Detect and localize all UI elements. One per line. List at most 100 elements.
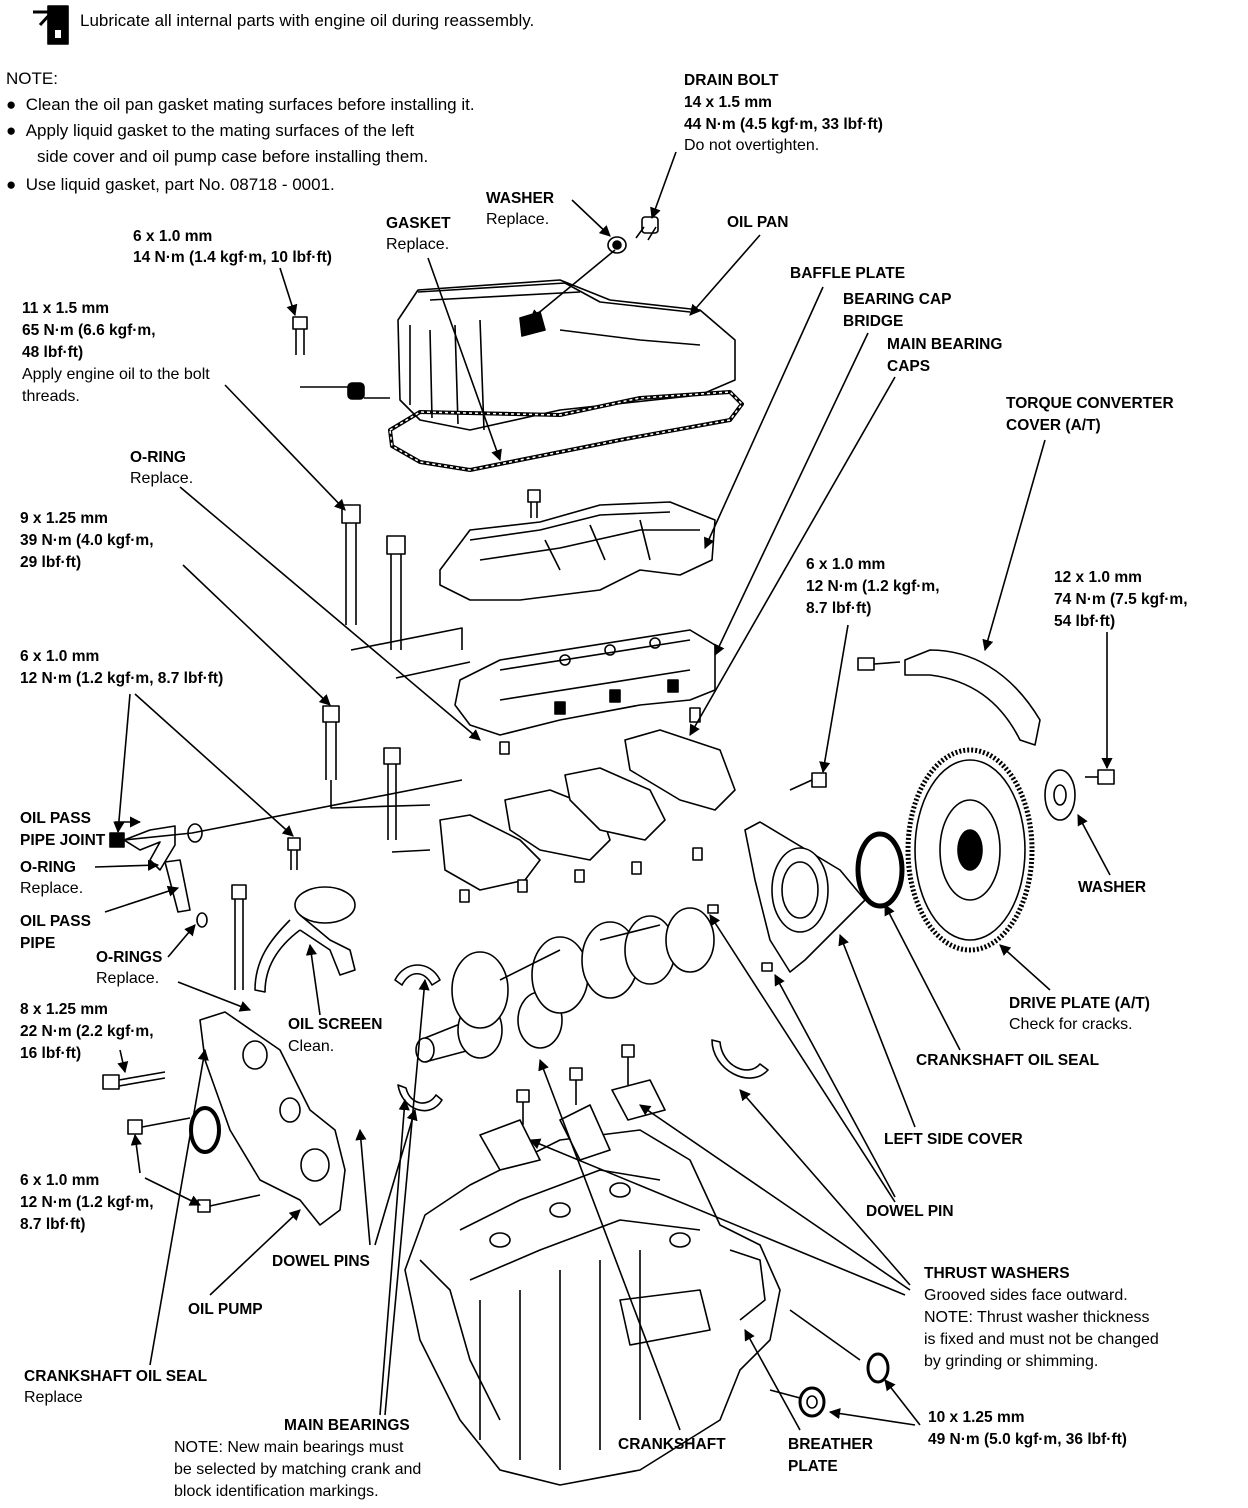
main-bearing-caps-l1: MAIN BEARING (887, 336, 1003, 353)
note-item-3: ● Use liquid gasket, part No. 08718 - 00… (6, 175, 335, 194)
main-bearing-caps-l2: CAPS (887, 358, 931, 375)
baffle-plate-label: BAFFLE PLATE (790, 265, 906, 282)
oil-pass-pipe (109, 779, 463, 928)
oil-can-book-icon (33, 5, 69, 45)
main-bearing-cap-bolts (322, 504, 471, 853)
bolt-11x15-note: Apply engine oil to the bolt (22, 366, 210, 383)
bolt-10x125-size: 10 x 1.25 mm (928, 1409, 1025, 1426)
breather-plate (479, 1044, 666, 1171)
thrust-washers-note-2: NOTE: Thrust washer thickness (924, 1309, 1150, 1326)
dowel-pin-label: DOWEL PIN (866, 1203, 954, 1220)
bolt-6x1-side-torque-2: 8.7 lbf·ft) (806, 600, 872, 617)
bolt-8x125-torque: 22 N·m (2.2 kgf·m, (20, 1023, 154, 1040)
o-ring-top-label: O-RING (130, 449, 186, 466)
oil-screen-label: OIL SCREEN (288, 1016, 383, 1033)
thrust-washers-note-4: by grinding or shimming. (924, 1353, 1099, 1370)
dowel-pins-label: DOWEL PINS (272, 1253, 370, 1270)
note-item-1: ● Clean the oil pan gasket mating surfac… (6, 95, 475, 114)
drive-plate-note: Check for cracks. (1009, 1016, 1133, 1033)
bolt-11x15-note-2: threads. (22, 388, 80, 405)
drain-bolt-label: DRAIN BOLT (684, 72, 779, 89)
bolt-12x1-torque: 74 N·m (7.5 kgf·m, (1054, 591, 1188, 608)
drain-bolt-note: Do not overtighten. (684, 137, 820, 154)
oil-pump-label: OIL PUMP (188, 1301, 263, 1318)
oil-pan-label: OIL PAN (727, 214, 789, 231)
drain-bolt-size: 14 x 1.5 mm (684, 94, 772, 111)
crankshaft-oil-seal-left-label: CRANKSHAFT OIL SEAL (24, 1368, 208, 1385)
oil-pass-pipe-l1: OIL PASS (20, 913, 91, 930)
bolt-9x125-torque: 39 N·m (4.0 kgf·m, (20, 532, 154, 549)
drain-bolt-torque: 44 N·m (4.5 kgf·m, 33 lbf·ft) (684, 116, 883, 133)
washer-top-label: WASHER (486, 190, 555, 207)
bearing-cap-bridge-l1: BEARING CAP (843, 291, 952, 308)
baffle-plate (439, 489, 716, 601)
main-bearing-caps (439, 729, 736, 903)
bearing-cap-bridge-l2: BRIDGE (843, 313, 904, 330)
bolt-6x1-bottom-size: 6 x 1.0 mm (20, 1172, 100, 1189)
crankshaft (415, 907, 715, 1063)
bearing-cap-bridge (454, 629, 716, 736)
bolt-6x1-left-size: 6 x 1.0 mm (20, 648, 100, 665)
bolt-11x15-torque-2: 48 lbf·ft) (22, 344, 84, 361)
oil-screen (231, 837, 356, 993)
o-ring-mid-note: Replace. (20, 880, 84, 897)
torque-converter-cover-l2: COVER (A/T) (1006, 417, 1101, 434)
main-bearings-label: MAIN BEARINGS (284, 1417, 410, 1434)
crankshaft-label: CRANKSHAFT (618, 1436, 726, 1453)
o-rings-label: O-RINGS (96, 949, 163, 966)
side-bolts (769, 1309, 890, 1418)
breather-plate-l1: BREATHER (788, 1436, 873, 1453)
drain-bolt (607, 216, 659, 254)
header-text: Lubricate all internal parts with engine… (80, 11, 535, 30)
bolt-8x125-torque-2: 16 lbf·ft) (20, 1045, 82, 1062)
main-bearings-note-3: block identification markings. (174, 1483, 379, 1500)
thrust-washers-note-3: is fixed and must not be changed (924, 1331, 1159, 1348)
oil-pass-pipe-joint-l2: PIPE JOINT (20, 832, 106, 849)
bolt-6x1-bottom-torque-2: 8.7 lbf·ft) (20, 1216, 86, 1233)
bolt-11x15-size: 11 x 1.5 mm (22, 300, 110, 317)
bolt-6x1-top-size: 6 x 1.0 mm (133, 228, 213, 245)
bolt-6x1-side-size: 6 x 1.0 mm (806, 556, 886, 573)
note-title: NOTE: (6, 69, 58, 88)
oil-pan-bolt (292, 316, 390, 400)
oil-pump (102, 1011, 346, 1226)
o-ring-top-note: Replace. (130, 470, 194, 487)
oil-pass-pipe-l2: PIPE (20, 935, 56, 952)
bolt-11x15-torque: 65 N·m (6.6 kgf·m, (22, 322, 156, 339)
crankshaft-oil-seal-left-note: Replace (24, 1389, 83, 1406)
note-item-2: ● Apply liquid gasket to the mating surf… (6, 121, 415, 140)
thrust-washers-label: THRUST WASHERS (924, 1265, 1070, 1282)
bolt-10x125-torque: 49 N·m (5.0 kgf·m, 36 lbf·ft) (928, 1431, 1127, 1448)
left-side-cover (707, 772, 905, 973)
gasket-note: Replace. (386, 236, 450, 253)
bolt-8x125-size: 8 x 1.25 mm (20, 1001, 108, 1018)
bolt-6x1-left-torque: 12 N·m (1.2 kgf·m, 8.7 lbf·ft) (20, 670, 224, 687)
torque-converter-cover (857, 649, 1041, 746)
torque-converter-cover-l1: TORQUE CONVERTER (1006, 395, 1174, 412)
bolt-12x1-size: 12 x 1.0 mm (1054, 569, 1142, 586)
gasket-label: GASKET (386, 215, 451, 232)
note-item-2-cont: side cover and oil pump case before inst… (37, 147, 429, 166)
oil-pan (388, 279, 744, 472)
crankshaft-oil-seal-right-label: CRANKSHAFT OIL SEAL (916, 1052, 1100, 1069)
o-rings-note: Replace. (96, 970, 160, 987)
leader-lines (94, 151, 1113, 1431)
bolt-12x1-torque-2: 54 lbf·ft) (1054, 613, 1116, 630)
washer-right-label: WASHER (1078, 879, 1147, 896)
main-bearings-note-1: NOTE: New main bearings must (174, 1439, 404, 1456)
engine-block (404, 1129, 781, 1486)
bolt-6x1-bottom-torque: 12 N·m (1.2 kgf·m, (20, 1194, 154, 1211)
washer-top-note: Replace. (486, 211, 550, 228)
o-ring-mid-label: O-RING (20, 859, 76, 876)
bolt-6x1-side-torque: 12 N·m (1.2 kgf·m, (806, 578, 940, 595)
oil-screen-note: Clean. (288, 1038, 335, 1055)
main-bearings-note-2: be selected by matching crank and (174, 1461, 422, 1478)
drive-plate (905, 747, 1115, 953)
thrust-washers-note-1: Grooved sides face outward. (924, 1287, 1128, 1304)
bolt-9x125-size: 9 x 1.25 mm (20, 510, 108, 527)
bolt-6x1-top-torque: 14 N·m (1.4 kgf·m, 10 lbf·ft) (133, 249, 332, 266)
left-side-cover-label: LEFT SIDE COVER (884, 1131, 1023, 1148)
bolt-9x125-torque-2: 29 lbf·ft) (20, 554, 82, 571)
breather-plate-l2: PLATE (788, 1458, 838, 1475)
